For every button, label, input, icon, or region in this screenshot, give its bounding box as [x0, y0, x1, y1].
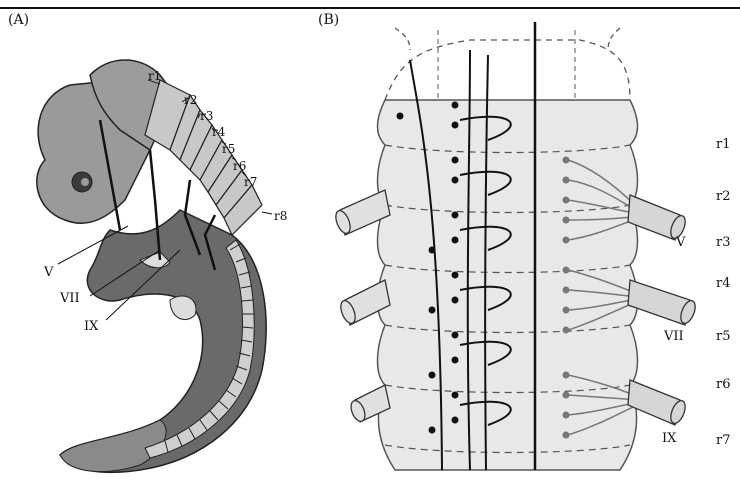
panel-b-hindbrain: r1 r2 r3 r4 r5 r6 r7 V VII IX — [333, 22, 731, 470]
nerve-exits-right — [628, 195, 698, 425]
rhombomere-label-a-r1: r1 — [148, 69, 161, 83]
panel-a-embryo: r1 r2 r3 r4 r5 r6 r7 r8 V VII IX — [37, 60, 288, 472]
rhombomere-label-a-r2: r2 — [184, 93, 197, 107]
nerve-label-b-v: V — [675, 235, 686, 250]
rhombomere-label-b-r7: r7 — [716, 433, 731, 448]
rhombomere-label-a-r3: r3 — [200, 109, 213, 123]
nerve-label-b-ix: IX — [662, 431, 677, 446]
nerve-label-a-ix: IX — [84, 319, 99, 334]
rhombomere-label-a-r4: r4 — [212, 125, 226, 139]
limb-bud — [170, 296, 196, 320]
rhombomere-label-a-r7: r7 — [244, 175, 257, 189]
rhombomere-label-a-r5: r5 — [222, 142, 235, 156]
embryo-eye-inner — [81, 178, 89, 186]
rhombomere-label-b-r5: r5 — [716, 329, 731, 344]
rhombomere-label-a-r6: r6 — [233, 159, 246, 173]
tube-top-notch — [395, 28, 620, 50]
rhombomere-label-a-r8: r8 — [274, 209, 287, 223]
rhombomere-label-b-r4: r4 — [716, 276, 731, 291]
panel-b-label: (B) — [318, 12, 339, 28]
nerve-label-b-vii: VII — [663, 329, 684, 344]
rhombomere-label-b-r2: r2 — [716, 189, 731, 204]
rhombomere-band-a — [145, 80, 262, 235]
nerve-label-a-v: V — [43, 265, 54, 280]
panel-a-label: (A) — [8, 12, 29, 28]
rhombomere-label-b-r1: r1 — [716, 137, 731, 152]
rhombomere-label-b-r3: r3 — [716, 235, 731, 250]
nerve-label-a-vii: VII — [59, 291, 80, 306]
rhombomere-label-b-r6: r6 — [716, 377, 731, 392]
tube-top-dashed — [385, 40, 630, 100]
